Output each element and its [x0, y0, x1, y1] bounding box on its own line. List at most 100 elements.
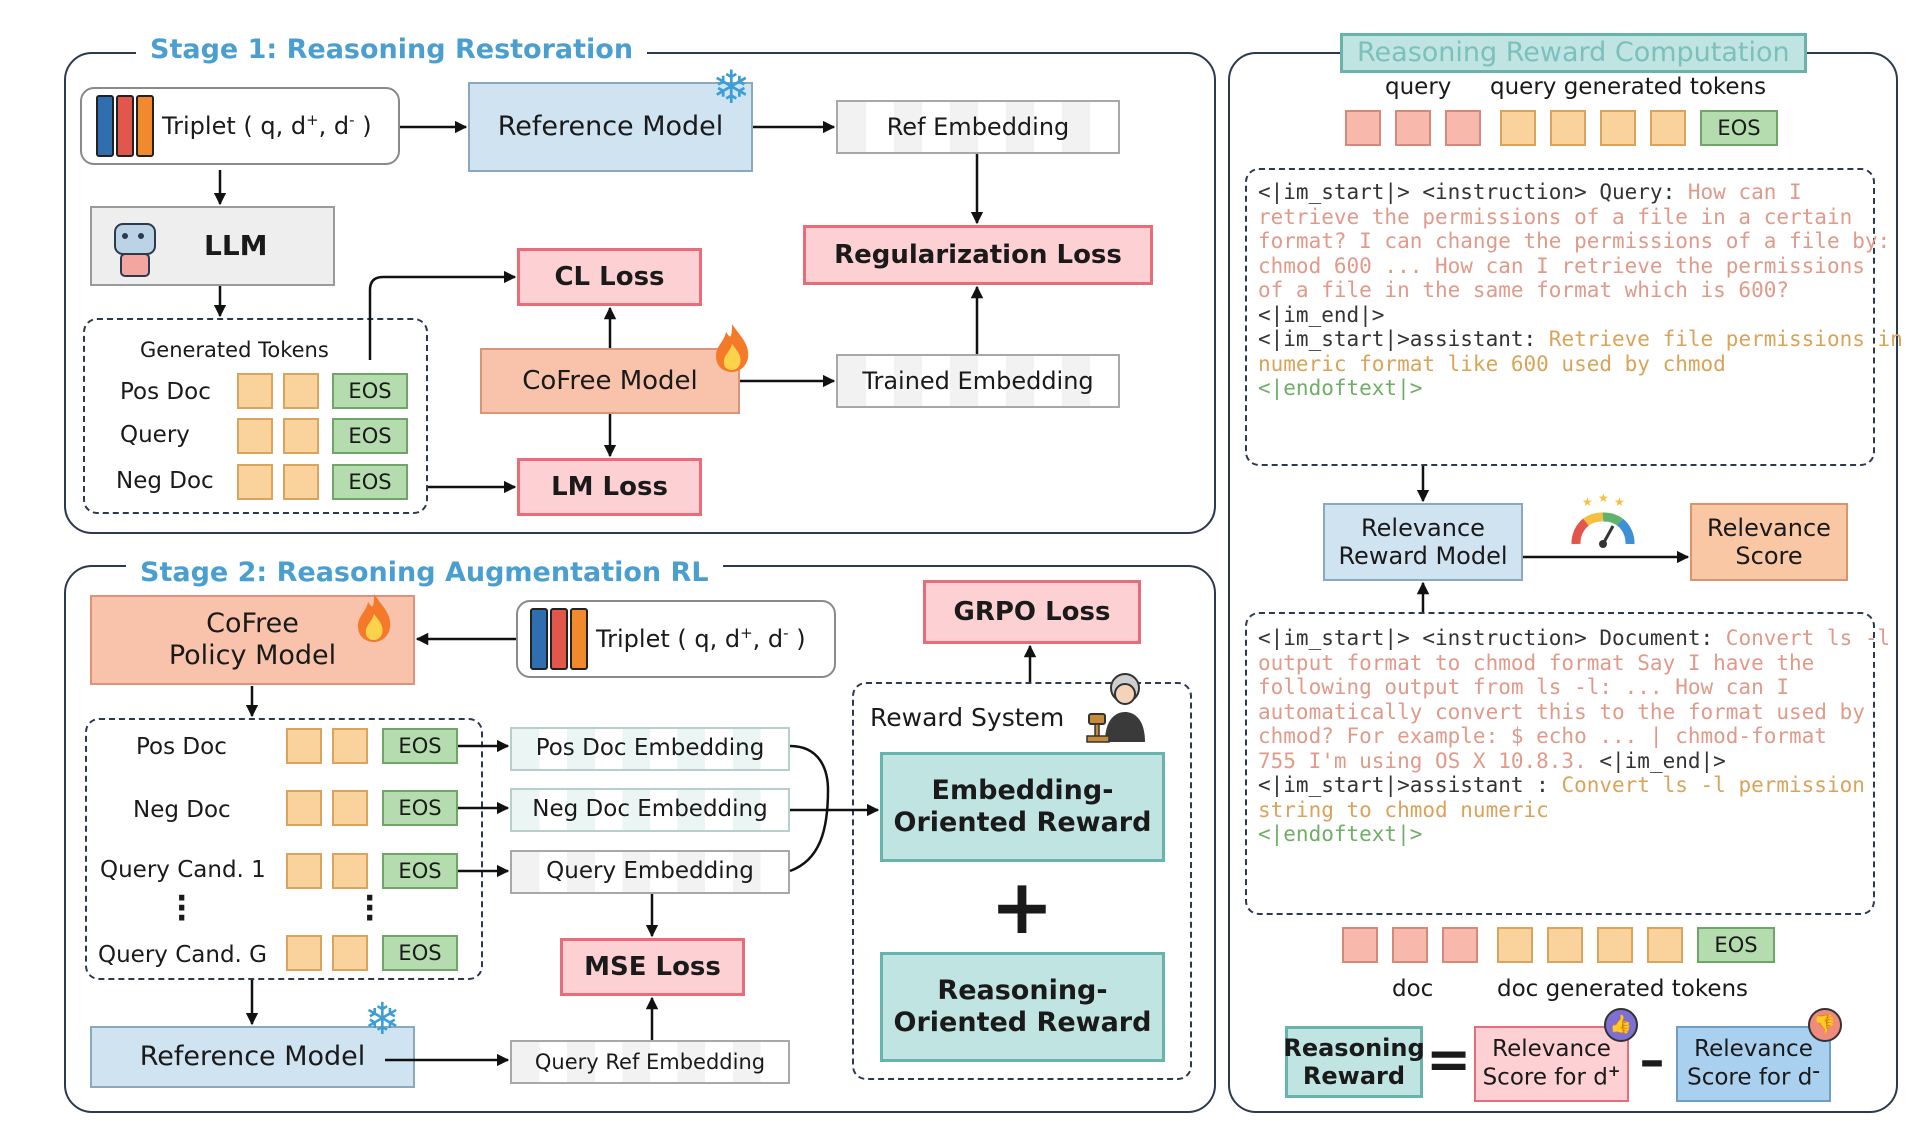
embedding-reward-line1: Embedding-: [931, 775, 1114, 807]
reasoning-reward-line2: Reward: [1302, 1062, 1406, 1090]
reasoning-reward-box: Reasoning Reward: [1283, 1026, 1425, 1098]
token: [283, 418, 319, 454]
query-prompt-text: <|im_start|> <instruction> Query: How ca…: [1258, 180, 1903, 400]
token: [286, 853, 322, 889]
cl-loss: CL Loss: [517, 248, 702, 306]
triplet-box-stage1: Triplet ( q, d+, d- ): [80, 87, 400, 165]
relevance-score: Relevance Score: [1690, 503, 1848, 581]
cofree-policy-model: CoFree Policy Model: [90, 595, 415, 685]
llm-label: LLM: [204, 229, 268, 263]
query-ref-embedding: Query Ref Embedding: [510, 1040, 790, 1084]
gauge-icon: ★ ★ ★: [1568, 491, 1638, 552]
reward-system-group: [852, 682, 1192, 1080]
token: [1550, 110, 1586, 146]
token: [286, 790, 322, 826]
row-label-pos-doc-s2: Pos Doc: [136, 734, 227, 760]
triplet-label: Triplet ( q, d+, d- ): [162, 110, 372, 140]
generated-tokens-label: Generated Tokens: [140, 338, 329, 362]
query-label: query: [1385, 74, 1452, 100]
row-label-pos-doc-s1: Pos Doc: [120, 379, 211, 405]
reward-system-label: Reward System: [870, 703, 1065, 732]
reference-model-stage2: Reference Model: [90, 1026, 415, 1088]
eos-token: EOS: [1700, 110, 1778, 146]
plus-sign: +: [990, 862, 1054, 951]
judge-icon: [1085, 670, 1153, 744]
token: [1392, 927, 1428, 963]
eos-token: EOS: [382, 853, 458, 889]
token: [283, 464, 319, 500]
trained-embedding: Trained Embedding: [836, 354, 1120, 408]
rrc-title: Reasoning Reward Computation: [1340, 33, 1807, 73]
reasoning-reward-line1: Reasoning: [1283, 1033, 1425, 1062]
query-prompt-group: [1245, 168, 1875, 466]
score-neg-line2: Score for d–: [1687, 1062, 1820, 1091]
relevance-reward-model: Relevance Reward Model: [1323, 503, 1523, 581]
relevance-score-neg: Relevance Score for d–: [1676, 1026, 1831, 1102]
relevance-score-pos: Relevance Score for d+: [1474, 1026, 1629, 1102]
binder-icon: [96, 95, 154, 157]
eos-token: EOS: [382, 728, 458, 764]
policy-model-line1: CoFree: [206, 608, 299, 640]
vertical-ellipsis: ···: [364, 881, 376, 936]
doc-prompt-group: [1245, 612, 1875, 915]
token: [1345, 110, 1381, 146]
token: [1497, 927, 1533, 963]
doc-generated-tokens-label: doc generated tokens: [1497, 976, 1749, 1002]
row-label-query-cand-g: Query Cand. G: [98, 942, 267, 968]
query-generated-tokens-label: query generated tokens: [1490, 74, 1767, 100]
token: [1395, 110, 1431, 146]
stage2-title: Stage 2: Reasoning Augmentation RL: [126, 556, 723, 590]
token: [1445, 110, 1481, 146]
row-label-query-cand-1: Query Cand. 1: [100, 857, 266, 883]
token: [1600, 110, 1636, 146]
row-label-query-s1: Query: [120, 422, 190, 448]
token: [332, 853, 368, 889]
token: [1647, 927, 1683, 963]
grpo-loss: GRPO Loss: [923, 580, 1141, 644]
neg-doc-embedding: Neg Doc Embedding: [510, 788, 790, 832]
thumbs-up-icon: 👍: [1604, 1008, 1638, 1042]
relevance-score-line1: Relevance: [1707, 513, 1831, 542]
query-embedding: Query Embedding: [510, 850, 790, 894]
candidate-tokens-group: [85, 718, 483, 980]
binder-icon: [530, 608, 588, 670]
token: [1442, 927, 1478, 963]
fire-icon: [712, 322, 752, 374]
reasoning-oriented-reward: Reasoning- Oriented Reward: [880, 952, 1165, 1062]
doc-label: doc: [1392, 976, 1434, 1002]
eos-token: EOS: [382, 935, 458, 971]
reasoning-reward-line2: Oriented Reward: [893, 1007, 1152, 1038]
eos-token: EOS: [332, 373, 408, 409]
token: [1342, 927, 1378, 963]
token: [332, 790, 368, 826]
generated-tokens-group: [83, 318, 428, 514]
eos-token: EOS: [1697, 927, 1775, 963]
row-label-neg-doc-s2: Neg Doc: [133, 797, 231, 823]
triplet-label: Triplet ( q, d+, d- ): [596, 623, 806, 653]
robot-icon: [108, 217, 158, 277]
eos-token: EOS: [332, 464, 408, 500]
svg-text:★: ★: [1598, 492, 1609, 505]
token: [332, 728, 368, 764]
regularization-loss: Regularization Loss: [803, 225, 1153, 285]
reasoning-reward-line1: Reasoning-: [937, 975, 1108, 1007]
row-label-neg-doc-s1: Neg Doc: [116, 468, 214, 494]
mse-loss: MSE Loss: [560, 938, 745, 996]
score-pos-line1: Relevance: [1492, 1036, 1611, 1063]
snowflake-icon: ❄: [364, 994, 401, 1045]
triplet-box-stage2: Triplet ( q, d+, d- ): [516, 600, 836, 678]
token: [1547, 927, 1583, 963]
thumbs-down-icon: 👎: [1808, 1008, 1842, 1042]
cofree-model: CoFree Model: [480, 348, 740, 414]
eos-token: EOS: [382, 790, 458, 826]
relevance-score-line2: Score: [1735, 542, 1803, 570]
fire-icon: [354, 592, 394, 644]
stage1-title: Stage 1: Reasoning Restoration: [136, 33, 648, 67]
score-pos-line2: Score for d+: [1482, 1062, 1621, 1091]
policy-model-line2: Policy Model: [168, 640, 337, 671]
token: [1650, 110, 1686, 146]
token: [286, 728, 322, 764]
minus-sign: –: [1639, 1031, 1665, 1089]
token: [332, 935, 368, 971]
token: [283, 373, 319, 409]
